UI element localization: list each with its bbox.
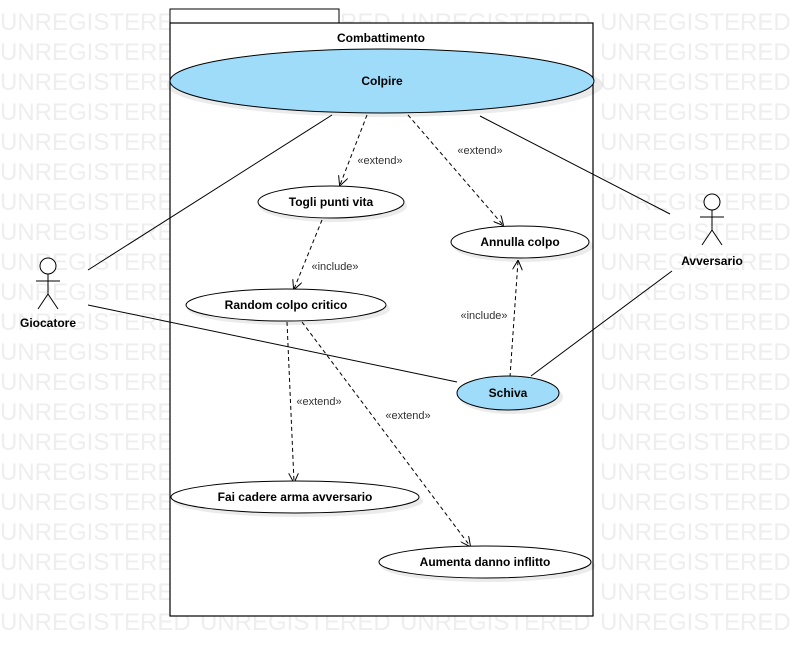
svg-text:Colpire: Colpire xyxy=(361,74,403,88)
watermark-text: UNREGISTERED xyxy=(0,159,191,186)
watermark-text: UNREGISTERED xyxy=(0,129,191,156)
watermark-text: UNREGISTERED xyxy=(0,309,191,336)
watermark-text: UNREGISTERED xyxy=(0,609,191,636)
actor-head-icon xyxy=(703,193,721,211)
watermark-text: UNREGISTERED xyxy=(0,489,191,516)
watermark-text: UNREGISTERED xyxy=(600,159,790,186)
extend-random-aumenta[interactable] xyxy=(301,321,470,546)
use-case-fai-cadere-arma-avversario[interactable]: Fai cadere arma avversario xyxy=(170,480,423,517)
svg-text:Togli punti vita: Togli punti vita xyxy=(289,195,374,209)
watermark-text: UNREGISTERED xyxy=(600,69,790,96)
use-cases: Colpire Togli punti vita Annulla colpo R… xyxy=(167,48,603,582)
actor-giocatore[interactable]: Giocatore xyxy=(20,257,76,330)
association-giocatore-colpire[interactable] xyxy=(87,114,333,271)
use-case-random-colpo-critico[interactable]: Random colpo critico xyxy=(185,288,390,325)
watermark-text: UNREGISTERED xyxy=(600,369,790,396)
actor-head-icon xyxy=(39,257,57,275)
watermark-text: UNREGISTERED xyxy=(600,39,790,66)
watermark-text: UNREGISTERED xyxy=(600,9,790,36)
dependencies xyxy=(286,114,518,546)
watermark-text: UNREGISTERED xyxy=(600,189,790,216)
use-case-colpire[interactable]: Colpire xyxy=(167,48,603,117)
watermark-text: UNREGISTERED xyxy=(600,429,790,456)
include-togli-random[interactable] xyxy=(294,219,323,289)
svg-text:Fai cadere arma avversario: Fai cadere arma avversario xyxy=(218,490,373,504)
stereotype-extend-label: «extend» xyxy=(457,145,502,157)
association-avversario-colpire[interactable] xyxy=(479,115,671,215)
watermark-text: UNREGISTERED xyxy=(0,69,191,96)
watermark-text: UNREGISTERED xyxy=(0,279,191,306)
watermark-text: UNREGISTERED xyxy=(0,429,191,456)
association-avversario-schiva[interactable] xyxy=(530,270,673,377)
watermark-text: UNREGISTERED xyxy=(600,489,790,516)
watermark-text: UNREGISTERED xyxy=(0,39,191,66)
svg-text:Annulla colpo: Annulla colpo xyxy=(480,235,559,249)
actor-avversario[interactable]: Avversario xyxy=(681,193,743,268)
svg-text:Aumenta danno inflitto: Aumenta danno inflitto xyxy=(420,555,551,569)
watermark-text: UNREGISTERED xyxy=(600,339,790,366)
watermark-text: UNREGISTERED xyxy=(600,579,790,606)
svg-text:Schiva: Schiva xyxy=(489,386,528,400)
watermark-text: UNREGISTERED xyxy=(600,459,790,486)
stereotype-labels: «extend» «extend» «include» «include» «e… xyxy=(296,145,507,422)
watermark-text: UNREGISTERED xyxy=(0,219,191,246)
watermark-text: UNREGISTERED xyxy=(600,279,790,306)
actor-label: Avversario xyxy=(681,254,743,268)
association-giocatore-schiva[interactable] xyxy=(87,304,458,383)
stereotype-include-label: «include» xyxy=(311,261,358,273)
stereotype-extend-label: «extend» xyxy=(296,396,341,408)
watermark-text: UNREGISTERED xyxy=(0,9,191,36)
watermark-text: UNREGISTERED xyxy=(0,339,191,366)
stereotype-extend-label: «extend» xyxy=(357,155,402,167)
watermark-text: UNREGISTERED xyxy=(600,129,790,156)
watermark-text: UNREGISTERED xyxy=(600,519,790,546)
extend-colpire-annulla[interactable] xyxy=(407,114,503,225)
use-case-annulla-colpo[interactable]: Annulla colpo xyxy=(450,225,593,262)
watermark-text: UNREGISTERED xyxy=(600,99,790,126)
use-case-schiva[interactable]: Schiva xyxy=(456,375,563,414)
extend-colpire-togli[interactable] xyxy=(340,114,368,185)
watermark-text: UNREGISTERED xyxy=(0,369,191,396)
watermark-text: UNREGISTERED xyxy=(0,549,191,576)
watermark-text: UNREGISTERED xyxy=(600,309,790,336)
svg-text:Random colpo critico: Random colpo critico xyxy=(225,298,348,312)
watermark-text: UNREGISTERED xyxy=(600,219,790,246)
associations xyxy=(87,114,673,383)
watermark-text: UNREGISTERED xyxy=(0,189,191,216)
watermark-text: UNREGISTERED xyxy=(600,249,790,276)
include-schiva-annulla[interactable] xyxy=(509,261,518,378)
system-boundary-title: Combattimento xyxy=(337,31,425,45)
watermark-text: UNREGISTERED xyxy=(0,249,191,276)
watermark-text: UNREGISTERED xyxy=(600,549,790,576)
use-case-aumenta-danno-inflitto[interactable]: Aumenta danno inflitto xyxy=(378,545,595,582)
actor-label: Giocatore xyxy=(20,316,76,330)
watermark-text: UNREGISTERED xyxy=(600,609,790,636)
watermark-text: UNREGISTERED xyxy=(0,399,191,426)
use-case-togli-punti-vita[interactable]: Togli punti vita xyxy=(257,185,407,222)
watermark-text: UNREGISTERED xyxy=(0,579,191,606)
stereotype-extend-label: «extend» xyxy=(385,410,430,422)
extend-random-fai-cadere[interactable] xyxy=(286,321,294,482)
watermark-text: UNREGISTERED xyxy=(0,459,191,486)
watermark-text: UNREGISTERED xyxy=(0,99,191,126)
watermark-text: UNREGISTERED xyxy=(600,399,790,426)
watermark-text: UNREGISTERED xyxy=(0,519,191,546)
stereotype-include-label: «include» xyxy=(460,310,507,322)
